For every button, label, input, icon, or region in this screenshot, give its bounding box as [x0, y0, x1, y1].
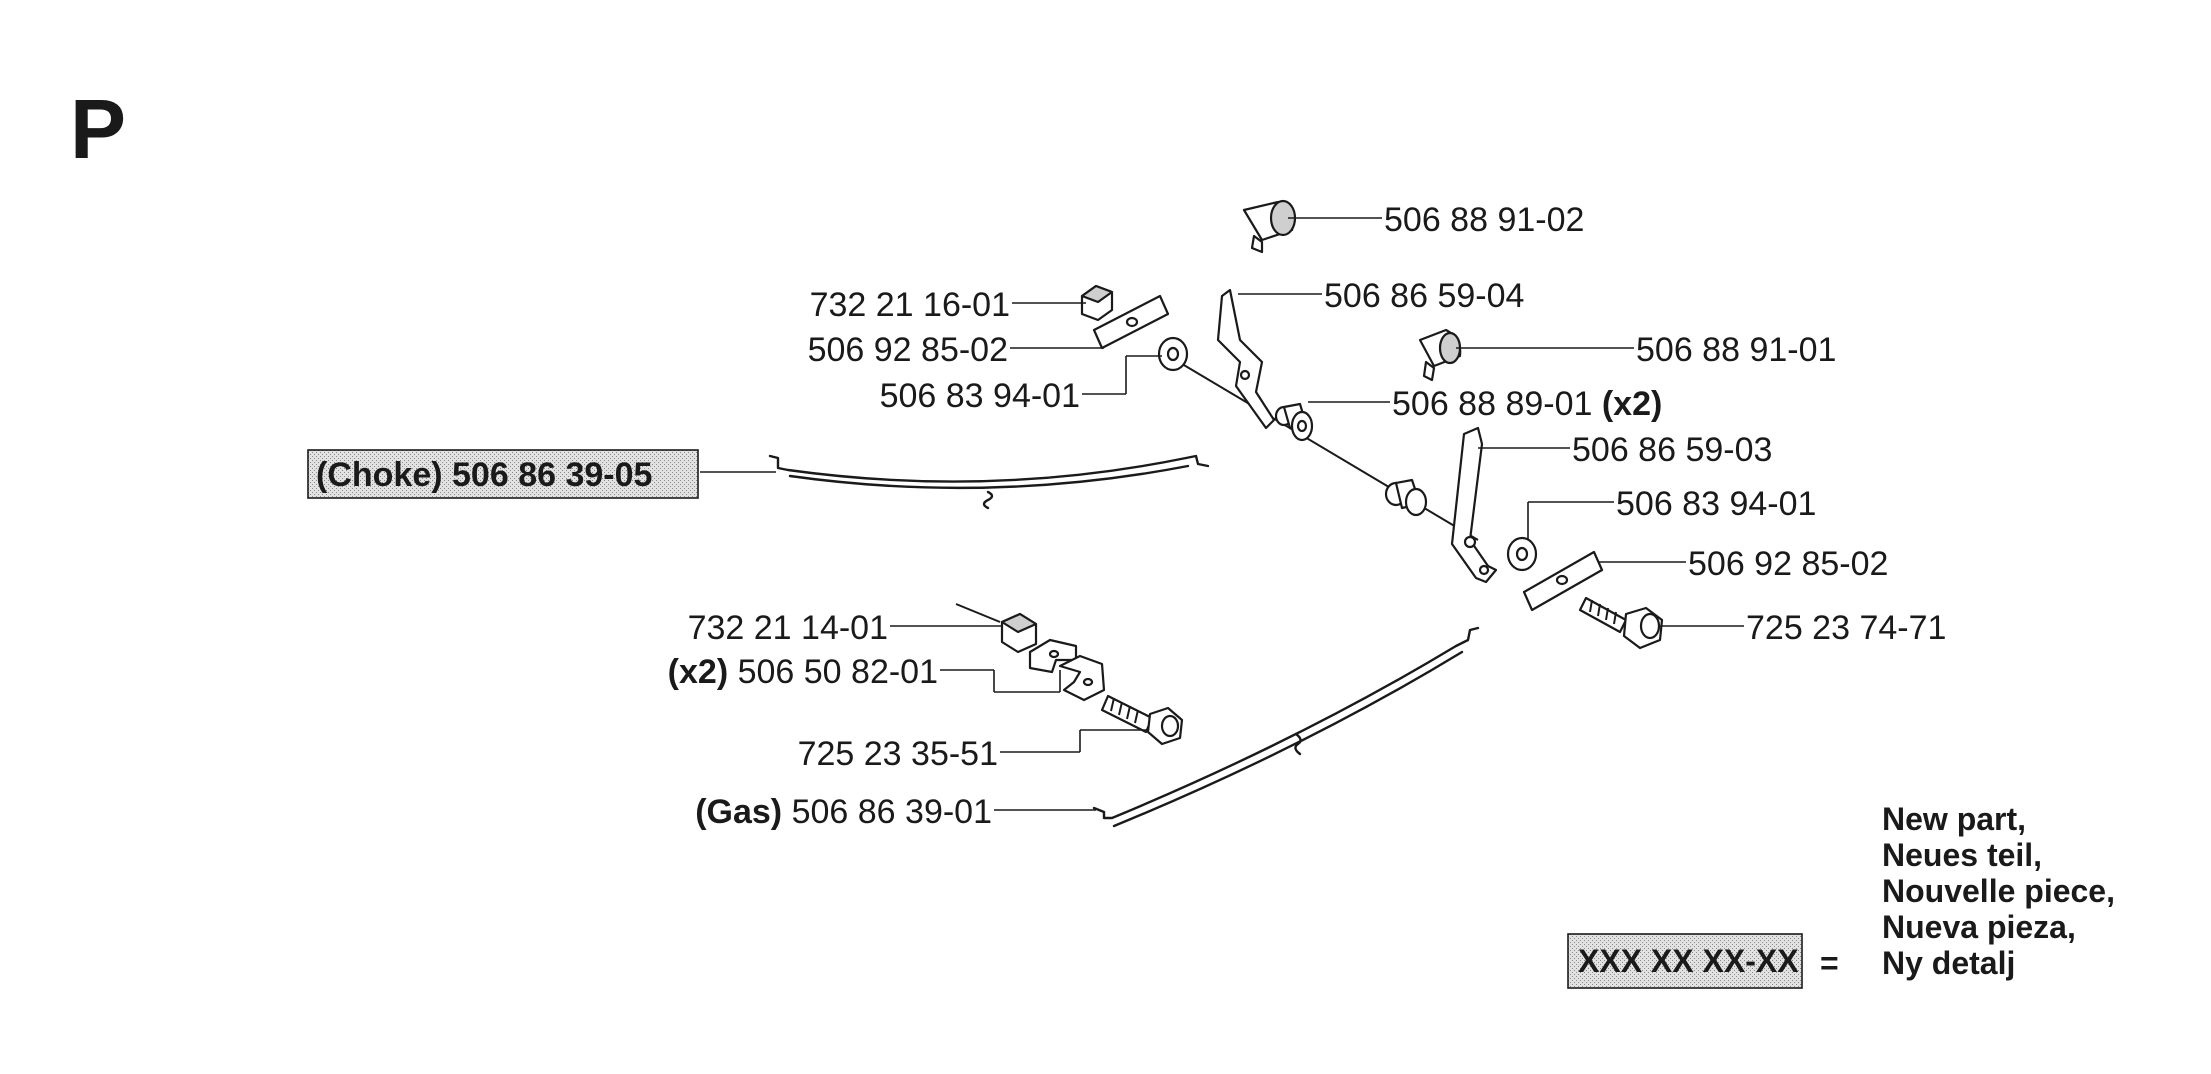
gas-cable-part: [1092, 626, 1480, 828]
label-nut-upper: 732 21 16-01: [810, 286, 1010, 324]
label-screw-lower: 725 23 35-51: [798, 735, 998, 773]
knob-top-part: [1242, 199, 1297, 254]
bushing-lower-part: [1384, 478, 1428, 517]
legend-line-1: New part,: [1882, 801, 2026, 837]
bushing-upper-part: [1274, 402, 1314, 442]
plate-upper-part: [1092, 294, 1170, 350]
washer-lower-part: [1506, 536, 1538, 572]
label-bushing: 506 88 89-01 (x2): [1392, 385, 1662, 423]
label-choke-cable: (Choke) 506 86 39-05: [316, 456, 652, 494]
label-washer-lower: 506 83 94-01: [1616, 485, 1816, 523]
leader-lines: [700, 217, 1744, 811]
legend-line-3: Nouvelle piece,: [1882, 873, 2115, 909]
label-knob-top: 506 88 91-02: [1384, 201, 1584, 239]
label-lever-gas: 506 86 59-03: [1572, 431, 1772, 469]
label-nut-lower: 732 21 14-01: [688, 609, 888, 647]
lever-gas-part: [1450, 426, 1498, 584]
legend-equals: =: [1820, 945, 1839, 981]
label-plate-lower: 506 92 85-02: [1688, 545, 1888, 583]
label-clamp: (x2) 506 50 82-01: [668, 653, 938, 691]
screw-right-part: [1578, 596, 1664, 650]
screw-lower-part: [1100, 694, 1184, 746]
new-part-highlight-choke: [307, 449, 699, 499]
assembly-drawing: [768, 199, 1664, 828]
legend-line-4: Nueva pieza,: [1882, 909, 2076, 945]
knob-right-part: [1418, 328, 1462, 382]
label-screw-right: 725 23 74-71: [1746, 609, 1946, 647]
label-plate-upper: 506 92 85-02: [808, 331, 1008, 369]
plate-lower-part: [1522, 550, 1604, 612]
nut-lower-part: [955, 603, 1038, 654]
label-knob-right: 506 88 91-01: [1636, 331, 1836, 369]
legend-line-2: Neues teil,: [1882, 837, 2042, 873]
label-gas-cable: (Gas) 506 86 39-01: [695, 793, 992, 831]
label-washer-upper: 506 83 94-01: [880, 377, 1080, 415]
label-lever-choke: 506 86 59-04: [1324, 277, 1524, 315]
legend-sample: XXX XX XX-XX: [1578, 943, 1799, 979]
legend-line-5: Ny detalj: [1882, 945, 2015, 981]
legend-sample-box: [1567, 933, 1803, 989]
lever-choke-part: [1216, 288, 1276, 430]
clamp-parts: [1028, 638, 1106, 702]
nut-upper-part: [1080, 284, 1114, 322]
section-letter: P: [70, 82, 126, 176]
legend: XXX XX XX-XX = New part, Neues teil, Nou…: [1567, 801, 2115, 989]
choke-cable-part: [768, 454, 1210, 510]
washer-upper-part: [1157, 336, 1189, 372]
